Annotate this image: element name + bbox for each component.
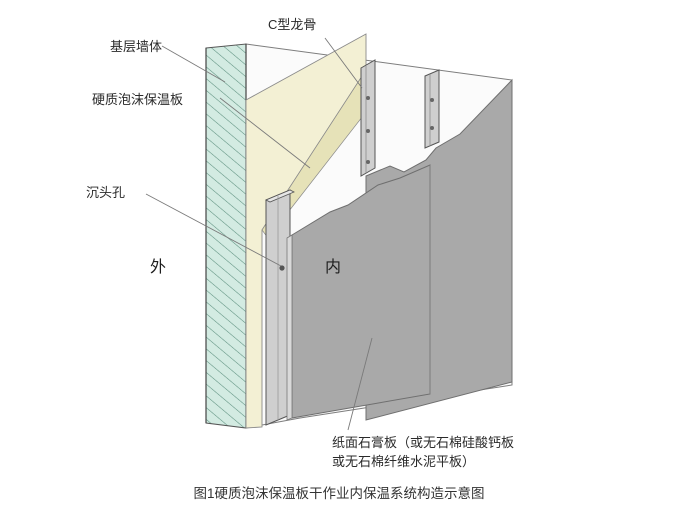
base-wall bbox=[205, 43, 247, 429]
gypsum-board-front bbox=[286, 164, 431, 421]
c-keel-left bbox=[360, 59, 376, 177]
label-outside: 外 bbox=[150, 258, 166, 276]
label-foam-board: 硬质泡沫保温板 bbox=[92, 92, 183, 107]
countersink-hole bbox=[279, 265, 285, 271]
label-gypsum-line2: 或无石棉纤维水泥平板） bbox=[332, 454, 475, 469]
leader-lines bbox=[145, 37, 373, 431]
label-base-wall: 基层墙体 bbox=[110, 39, 162, 54]
label-countersink: 沉头孔 bbox=[86, 185, 125, 200]
label-inside: 内 bbox=[325, 258, 341, 276]
label-gypsum-line1: 纸面石膏板（或无石棉硅酸钙板 bbox=[332, 435, 514, 450]
c-keel-right bbox=[424, 69, 440, 149]
label-c-keel: C型龙骨 bbox=[268, 17, 316, 32]
figure-caption: 图1硬质泡沫保温板干作业内保温系统构造示意图 bbox=[193, 485, 484, 501]
